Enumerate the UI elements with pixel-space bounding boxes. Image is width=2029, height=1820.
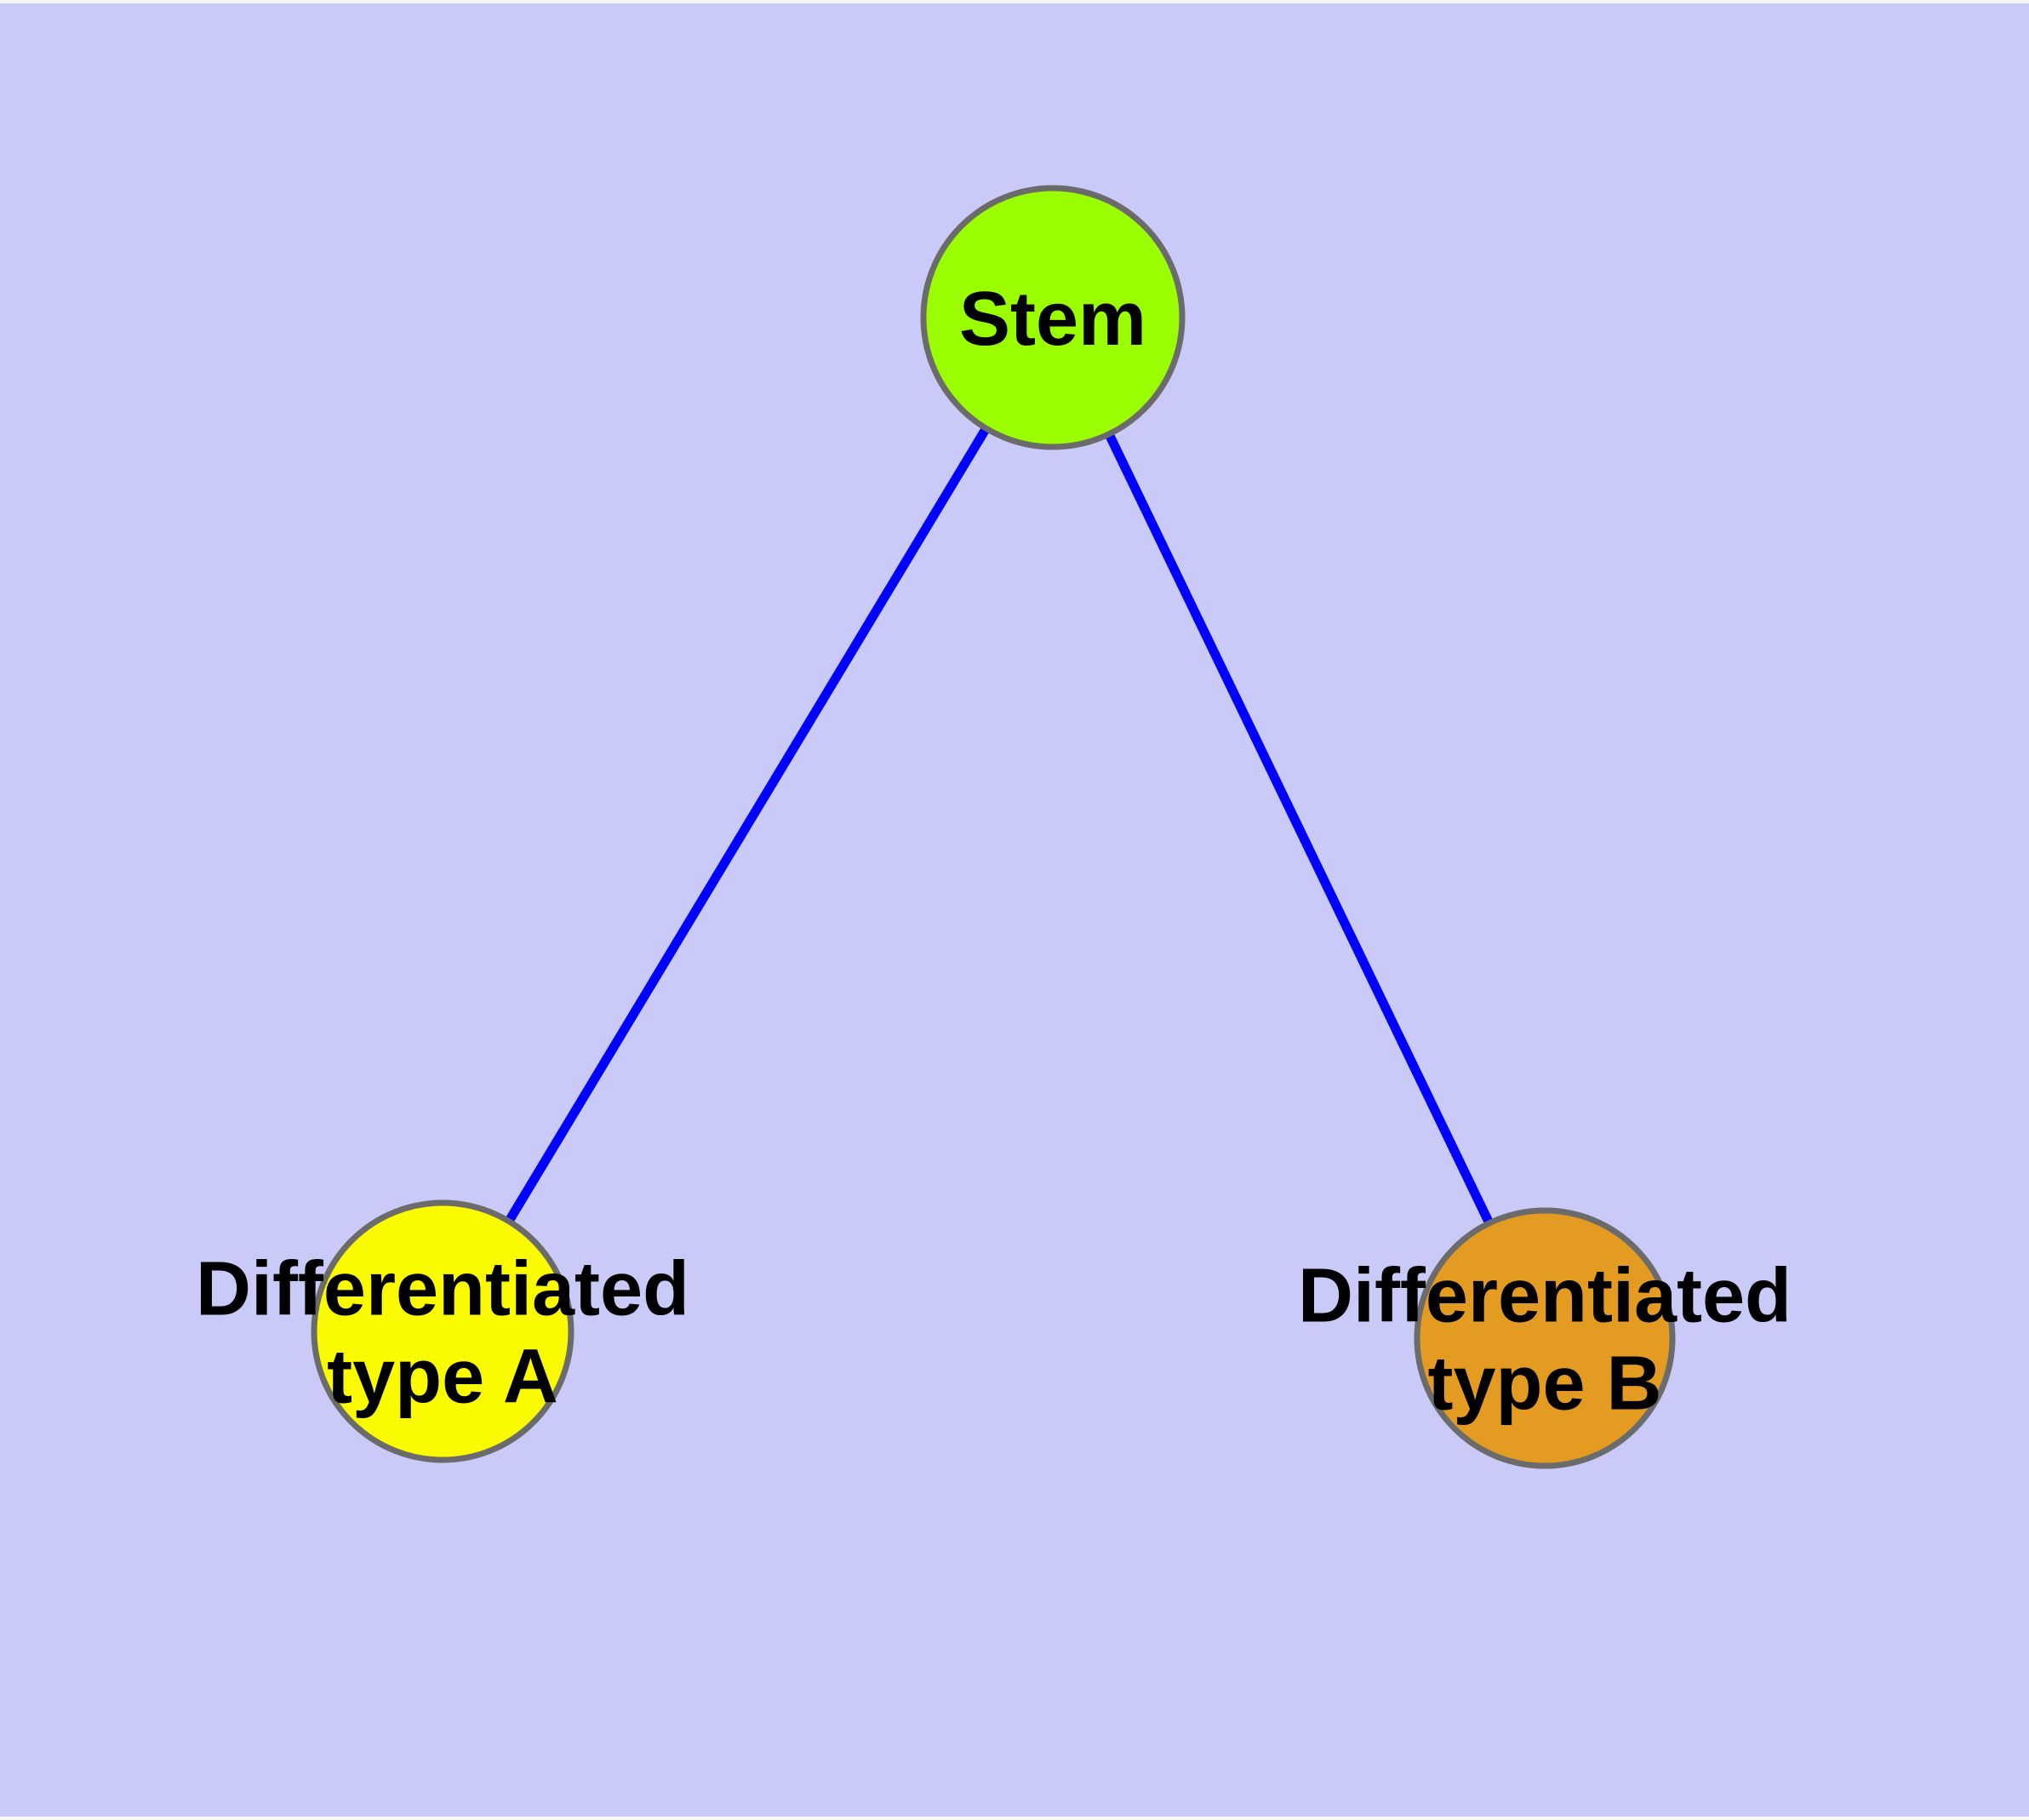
node-stem: Stem	[920, 185, 1186, 450]
edge-stem-differentiated-type-a	[438, 315, 1057, 1334]
edge-stem-differentiated-type-b	[1049, 315, 1549, 1341]
node-stem-circle	[920, 185, 1186, 450]
node-differentiated-type-a-circle	[311, 1199, 574, 1463]
node-differentiated-type-b-circle	[1414, 1207, 1676, 1469]
node-stem-label: Stem	[959, 277, 1146, 362]
